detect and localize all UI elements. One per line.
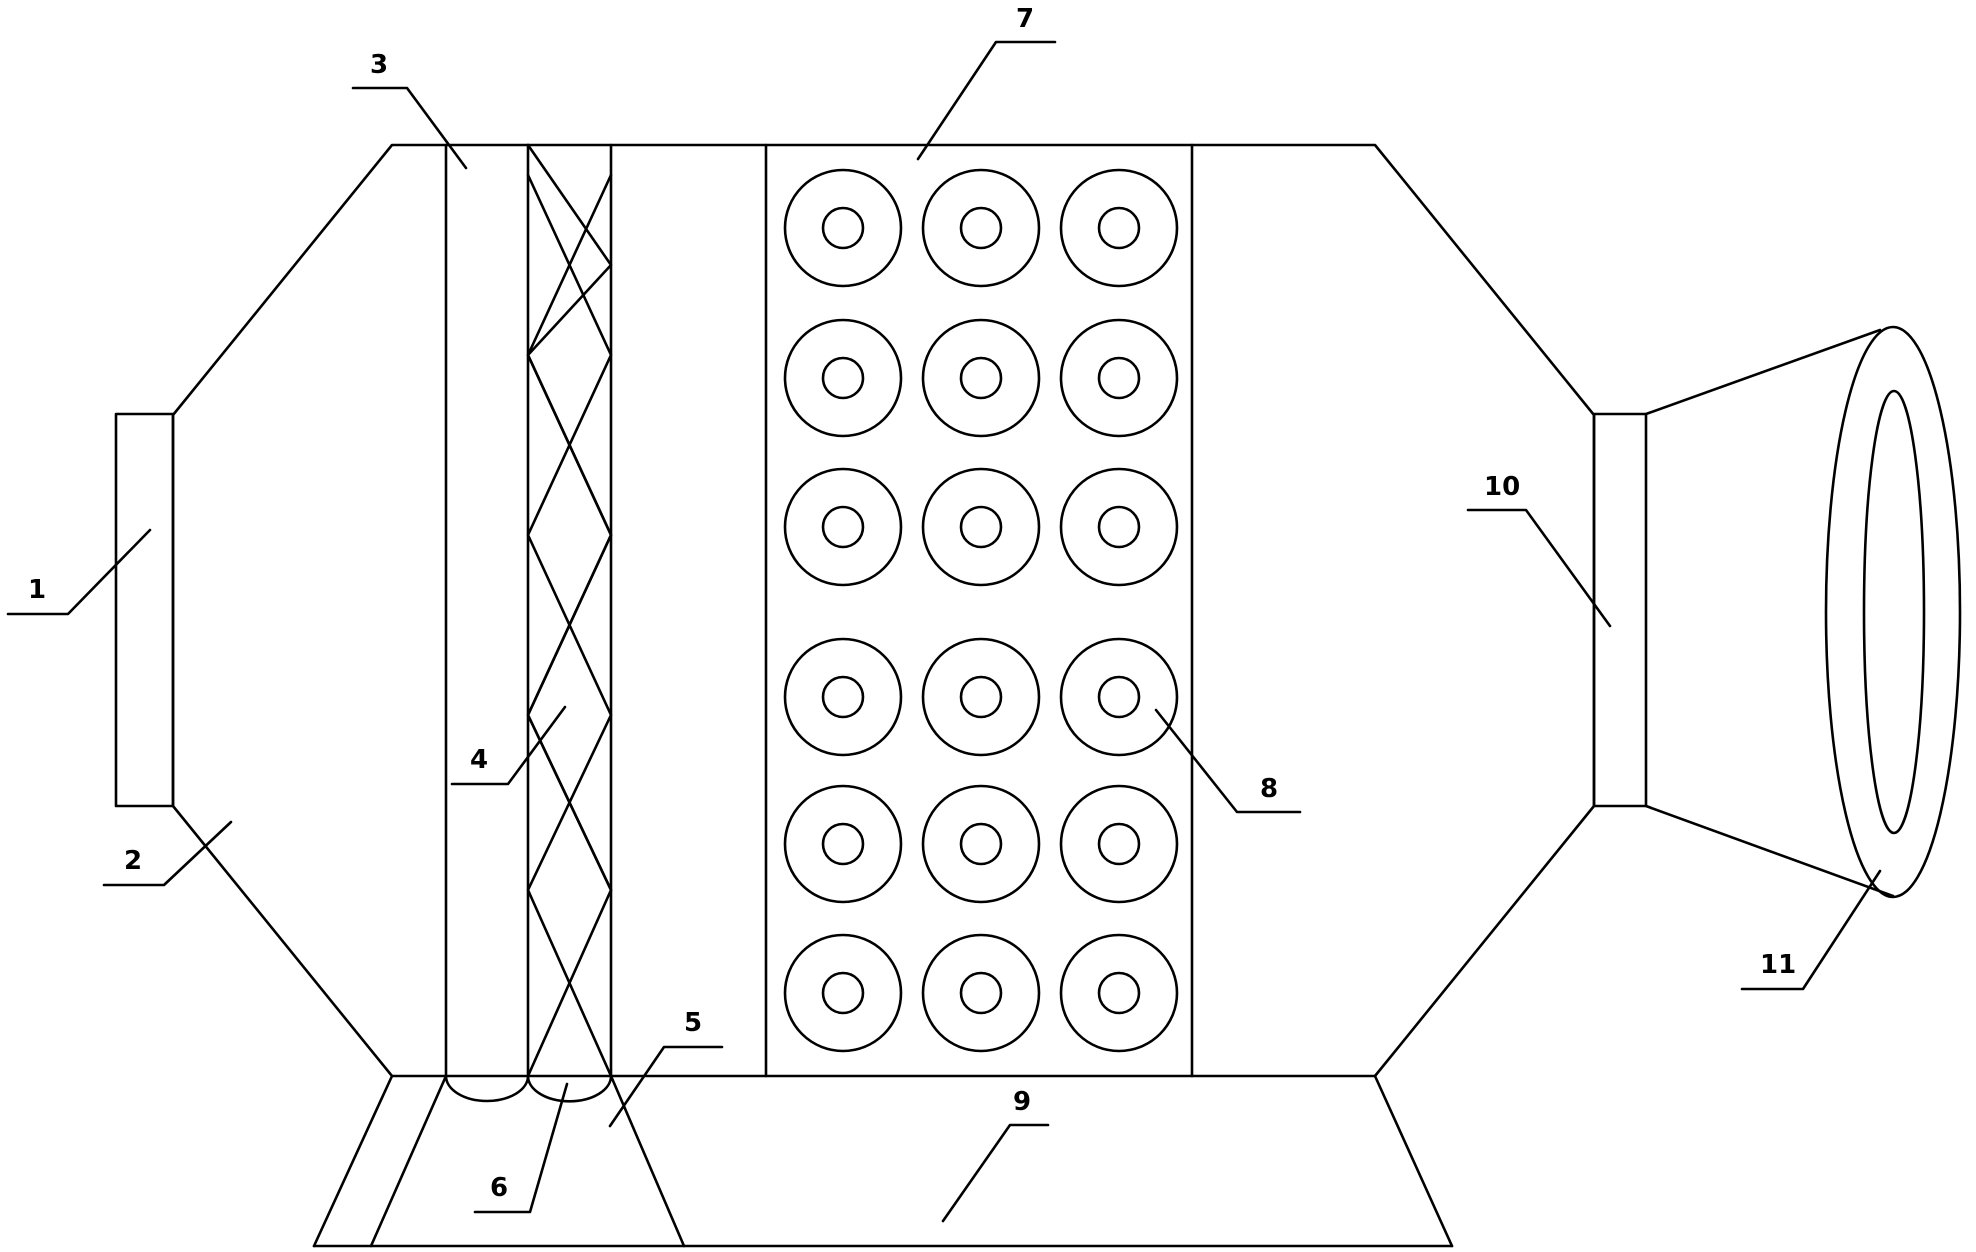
ring-outer (921, 467, 1041, 587)
outlet-cone-bottom (1644, 804, 1895, 898)
ring-outer (1059, 784, 1179, 904)
base-left-outer (312, 1074, 394, 1248)
leader-7 (916, 40, 1057, 161)
ring-outer (921, 318, 1041, 438)
ring-inner (821, 822, 865, 866)
bottom-arc-1 (444, 1074, 530, 1103)
outlet-mouth-inner (1862, 389, 1926, 835)
label-1: 1 (28, 575, 46, 605)
ring-outer (921, 168, 1041, 288)
leader-10 (1466, 508, 1612, 628)
ring-outer (921, 933, 1041, 1053)
ring-inner (1097, 822, 1141, 866)
ring-outer (921, 784, 1041, 904)
label-10: 10 (1484, 472, 1520, 502)
label-11: 11 (1760, 950, 1796, 980)
label-7: 7 (1016, 4, 1034, 34)
ring-inner (821, 356, 865, 400)
housing-outline (171, 143, 1596, 1078)
outlet-cone-top (1644, 328, 1882, 416)
ring-inner (821, 675, 865, 719)
leader-1 (6, 528, 152, 616)
ring-inner (821, 505, 865, 549)
label-2: 2 (124, 846, 142, 876)
leader-9 (941, 1123, 1050, 1223)
ring-inner (821, 206, 865, 250)
ring-inner (1097, 505, 1141, 549)
ring-outer (1059, 637, 1179, 757)
bottom-arc-2 (526, 1074, 613, 1103)
leader-2 (102, 820, 233, 887)
ring-outer (783, 933, 903, 1053)
ring-inner (959, 505, 1003, 549)
base-left-inner (369, 1074, 448, 1248)
ring-outer (783, 318, 903, 438)
ring-inner (821, 971, 865, 1015)
ring-inner (959, 822, 1003, 866)
base-hopper-diagonal (609, 1074, 686, 1248)
leader-3 (351, 86, 468, 170)
ring-inner (1097, 206, 1141, 250)
ring-outer (783, 168, 903, 288)
outlet-flange (1592, 412, 1648, 808)
leader-5 (608, 1045, 724, 1128)
ring-inner (959, 675, 1003, 719)
ring-inner (1097, 971, 1141, 1015)
ring-outer (1059, 933, 1179, 1053)
label-9: 9 (1013, 1087, 1031, 1117)
leader-11 (1740, 869, 1882, 991)
leader-4 (450, 705, 567, 786)
ring-outer (921, 637, 1041, 757)
ring-outer (783, 637, 903, 757)
ring-outer (783, 467, 903, 587)
ring-inner (959, 971, 1003, 1015)
label-8: 8 (1260, 774, 1278, 804)
ring-inner (1097, 356, 1141, 400)
label-6: 6 (490, 1173, 508, 1203)
filter-mesh-zigzag-b (526, 173, 613, 892)
filter-mesh-zigzag-a (526, 143, 613, 1078)
adsorption-rings (783, 168, 1179, 1053)
label-5: 5 (684, 1008, 702, 1038)
inlet-flange (114, 412, 175, 808)
outlet-mouth-outer (1824, 325, 1962, 899)
ring-outer (1059, 168, 1179, 288)
ring-inner (959, 356, 1003, 400)
label-3: 3 (370, 50, 388, 80)
base-right-outer (1373, 1074, 1454, 1248)
leader-lines (6, 40, 1882, 1223)
leader-8 (1154, 708, 1302, 814)
ring-inner (959, 206, 1003, 250)
ring-outer (783, 784, 903, 904)
label-4: 4 (470, 745, 488, 775)
ring-outer (1059, 467, 1179, 587)
ring-outer (1059, 318, 1179, 438)
filter-mesh-zigzag-c (526, 173, 613, 1078)
leader-6 (473, 1082, 569, 1214)
ring-inner (1097, 675, 1141, 719)
